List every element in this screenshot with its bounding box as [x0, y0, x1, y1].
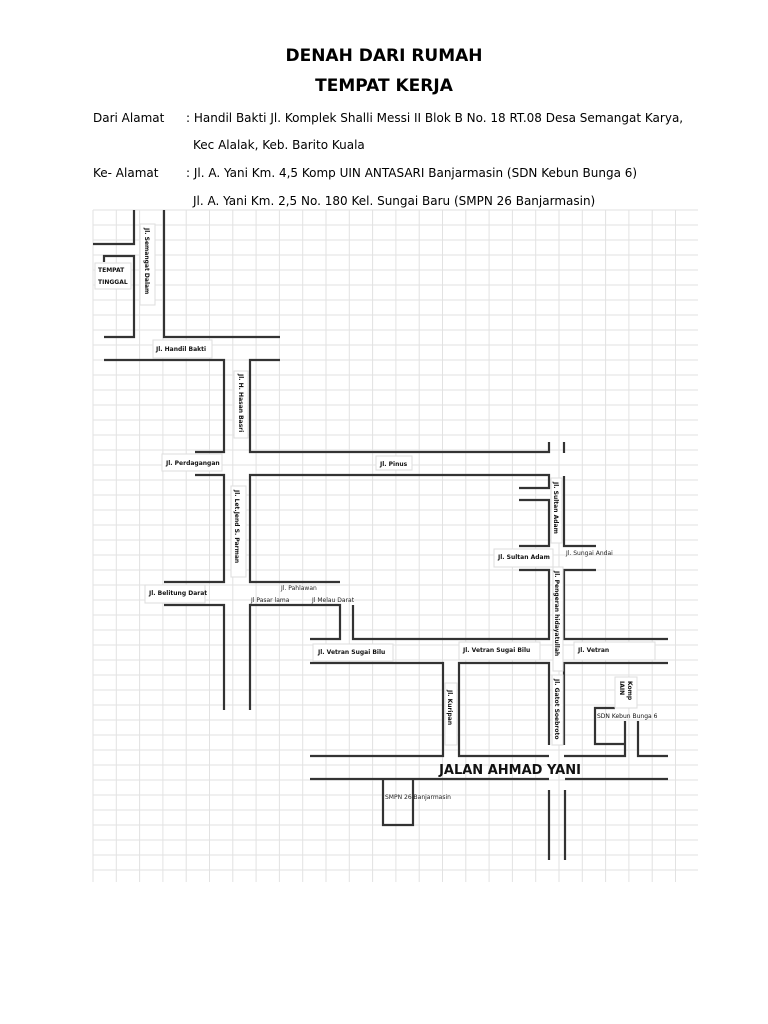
title-line-1: DENAH DARI RUMAH: [285, 46, 483, 66]
title-line-2: TEMPAT KERJA: [315, 76, 453, 96]
komp-iain-label: Komp: [626, 681, 633, 701]
jl-pasar-lama-label: Jl Pasar lama: [250, 597, 290, 604]
jl-sungai-andai-label: Jl. Sungai Andai: [565, 550, 613, 557]
jl-vetran-label: Jl. Vetran: [577, 647, 609, 654]
from-address-line1: : Handil Bakti Jl. Komplek Shalli Messi …: [186, 111, 684, 125]
roads: [93, 210, 668, 860]
jl-melau-darat-label: Jl Melau Darat: [311, 597, 355, 604]
to-address-line1: : Jl. A. Yani Km. 4,5 Komp UIN ANTASARI …: [186, 166, 638, 180]
jl-hasan-basri-label: Jl. H. Hasan Basri: [237, 373, 244, 432]
tempat-tinggal-label-2: TINGGAL: [98, 279, 128, 286]
jl-belitung-darat-label: Jl. Belitung Darat: [148, 590, 207, 597]
jl-semangat-dalam-label: Jl. Semangat Dalam: [143, 227, 150, 294]
jl-sultan-adam-label: Jl. Sultan Adam: [497, 554, 550, 561]
from-label: Dari Alamat: [93, 111, 165, 125]
to-address-line2: Jl. A. Yani Km. 2,5 No. 180 Kel. Sungai …: [193, 194, 596, 208]
jl-pinus-label: Jl. Pinus: [379, 461, 408, 468]
jl-pangeran-hidayatullah-label: Jl. Pengeran hidayatullah: [553, 570, 560, 656]
jalan-ahmad-yani-label: JALAN AHMAD YANI: [438, 763, 581, 778]
jl-kuripan-label: Jl. Kuripan: [446, 689, 453, 725]
komp-iain-label-2: IAIN: [618, 681, 625, 695]
jl-s-parman-label: Jl. Let.Jend S. Parman: [233, 489, 240, 563]
jl-handil-bakti-label: Jl. Handil Bakti: [155, 346, 206, 353]
street-labels: TEMPAT TINGGAL Jl. Semangat Dalam Jl. Ha…: [94, 223, 658, 801]
jl-perdagangan-label: Jl. Perdagangan: [165, 460, 220, 467]
map-grid: [92, 209, 698, 882]
jl-vetran-sugai-bilu-label: Jl. Vetran Sugai Bilu: [317, 649, 385, 656]
jl-pahlawan-label: Jl. Pahlawan: [280, 585, 317, 592]
jl-sultan-adam-vertical-label: Jl. Sultan Adam: [552, 481, 559, 534]
to-label: Ke- Alamat: [93, 166, 159, 180]
jl-vetran-sugai-bilu-label-2: Jl. Vetran Sugai Bilu: [462, 647, 530, 654]
from-address-line2: Kec Alalak, Keb. Barito Kuala: [193, 138, 365, 152]
jl-gatot-soebroto-label: Jl. Gatot Soebroto: [553, 678, 560, 739]
sdn-kebun-bunga-label: SDN Kebun Bunga 6: [597, 713, 658, 720]
smpn-26-label: SMPN 26 Banjarmasin: [385, 794, 451, 801]
tempat-tinggal-label: TEMPAT: [98, 267, 125, 274]
